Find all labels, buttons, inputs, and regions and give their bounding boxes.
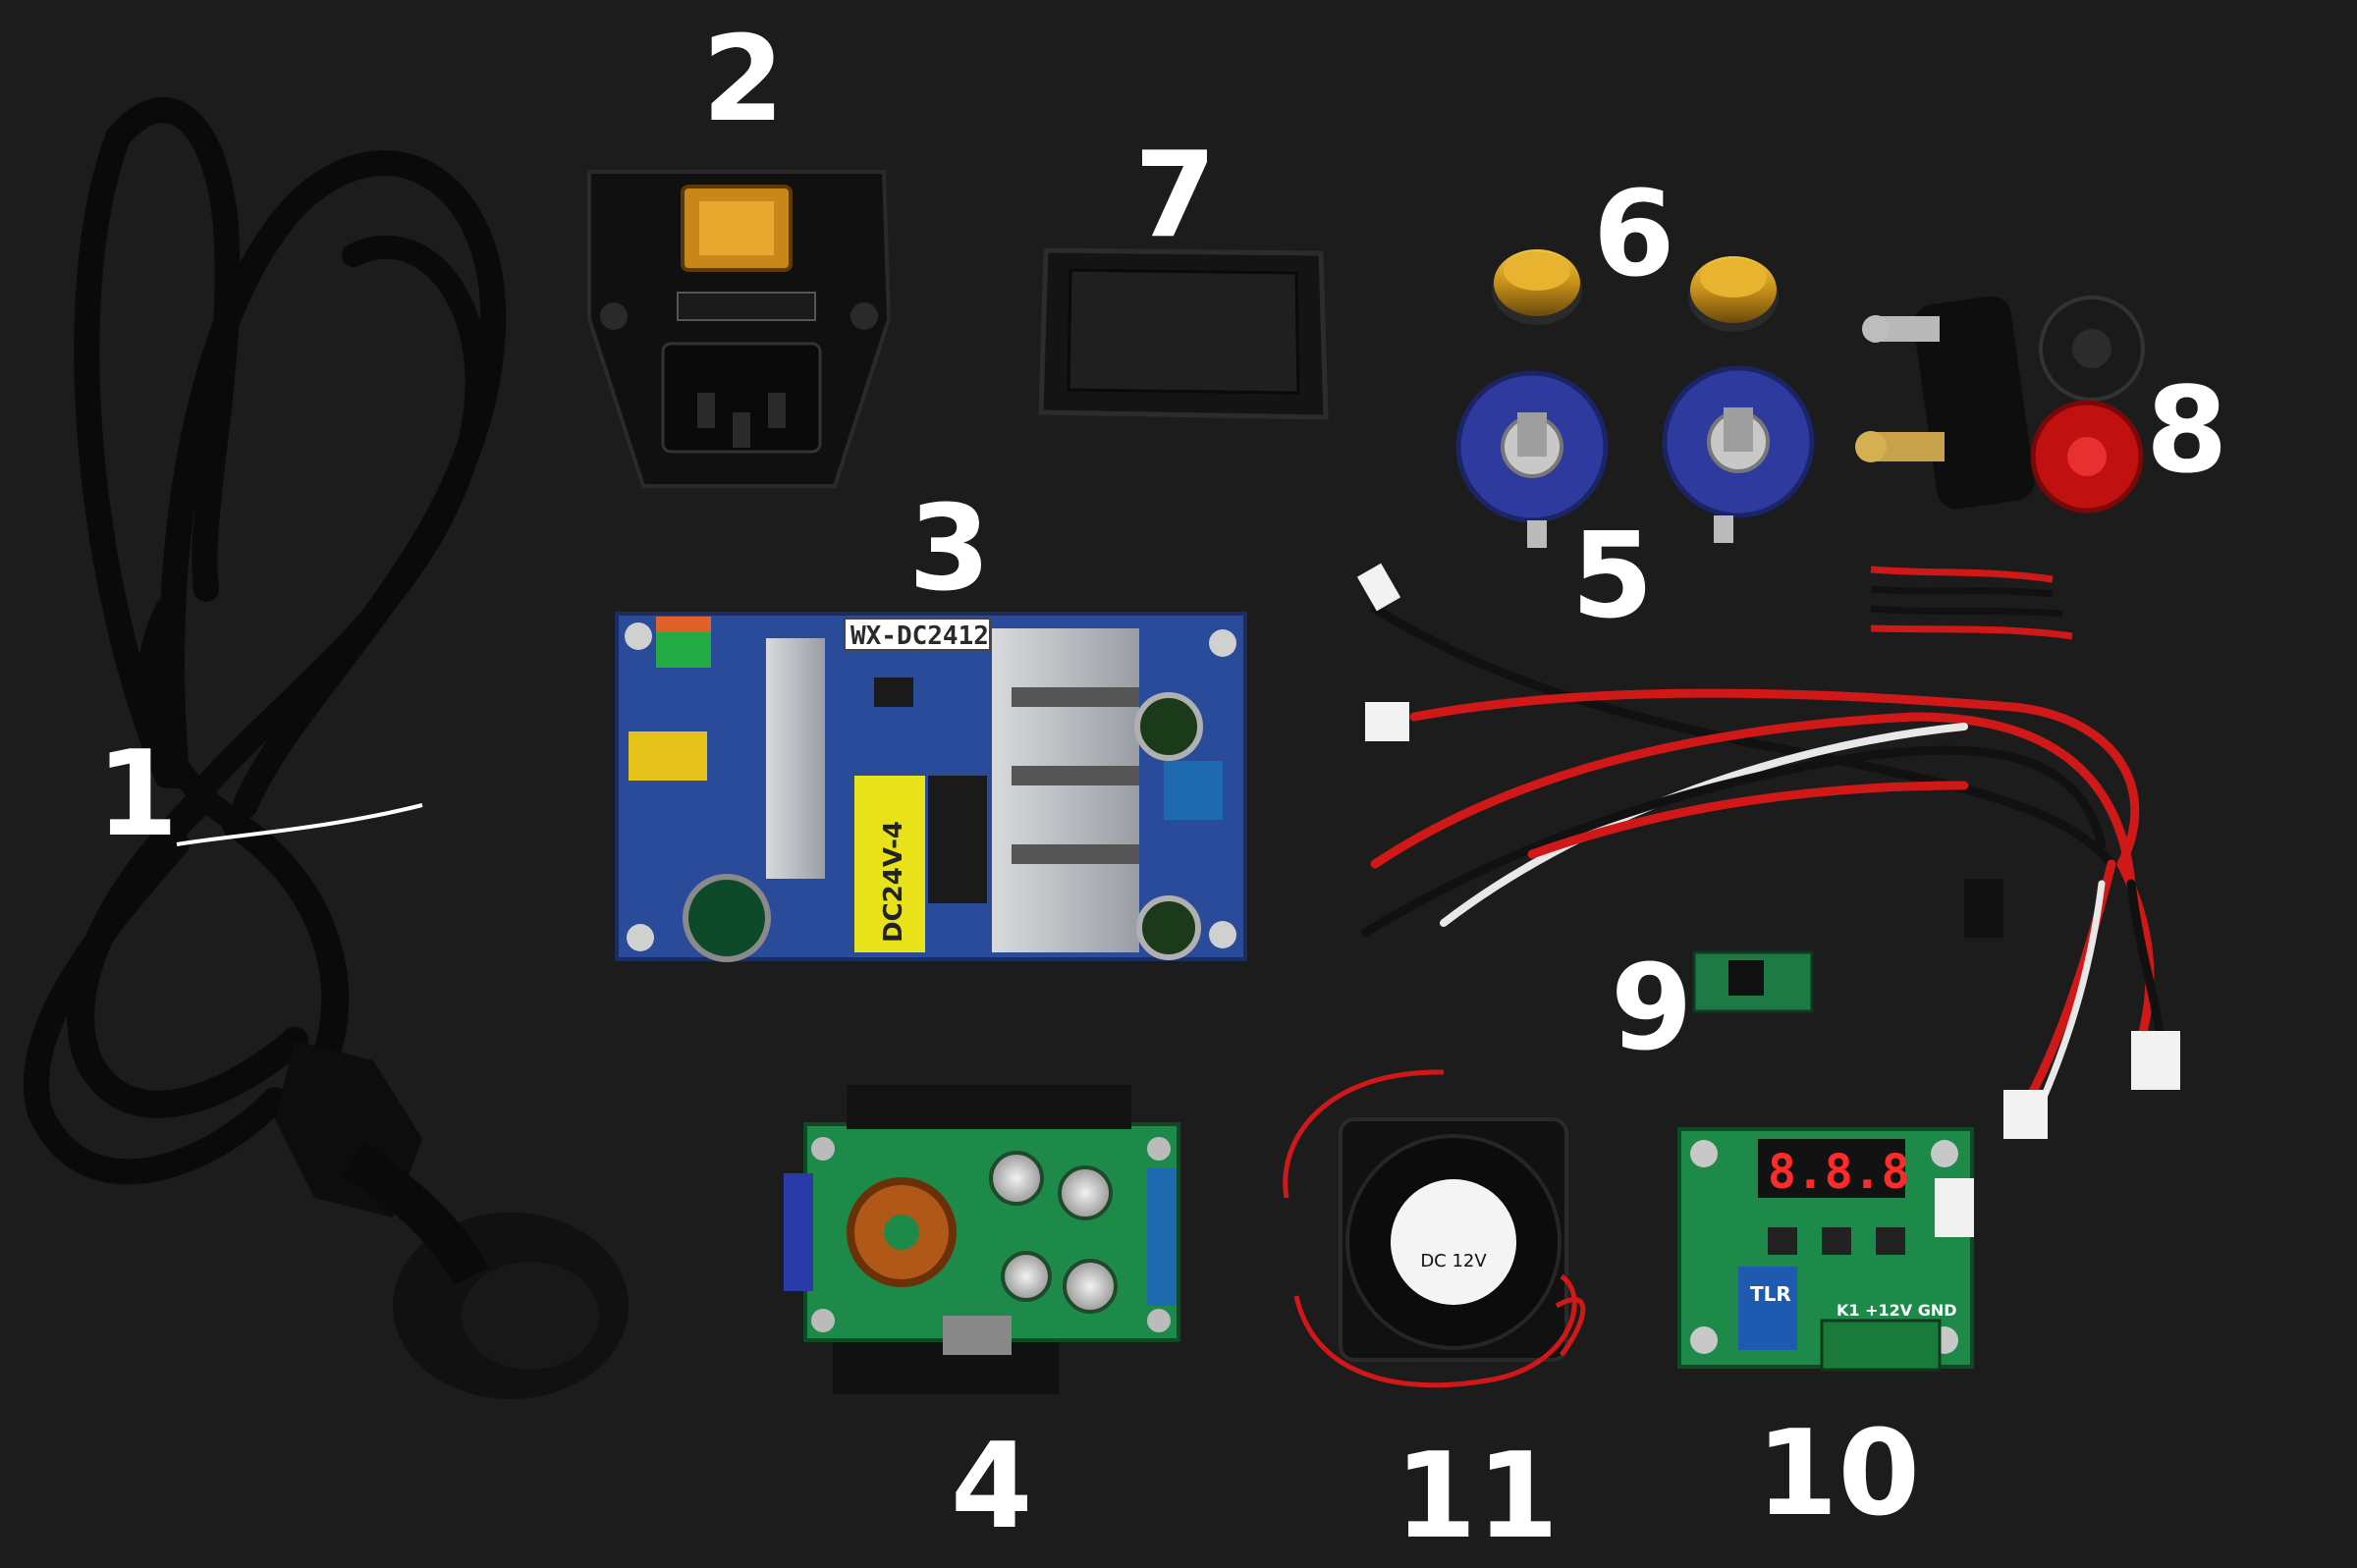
label-1: 1: [96, 727, 179, 863]
label-11: 11: [1395, 1429, 1559, 1565]
label-3: 3: [908, 481, 991, 618]
psu-model-label: WX-DC2412: [850, 622, 989, 651]
cable-tie: [176, 803, 423, 846]
multiturn-pot-right: [1662, 365, 1815, 543]
power-cord-plug: [275, 1041, 629, 1399]
binding-posts: [1855, 296, 2145, 514]
panel-meter-bezel: [1038, 247, 1329, 420]
power-cord: [23, 97, 507, 1185]
multiturn-pot-left: [1455, 370, 1609, 548]
label-8: 8: [2146, 363, 2228, 500]
psu-transformer-label: DC24V-4: [879, 821, 908, 943]
label-9: 9: [1611, 941, 1693, 1077]
short-jumper-wires: [1870, 566, 2073, 640]
wire-connectors: [1356, 563, 2180, 1139]
label-7: 7: [1134, 128, 1217, 264]
gold-knob-left: [1492, 249, 1582, 325]
gold-knob-right: [1688, 256, 1779, 332]
label-10: 10: [1756, 1406, 1920, 1542]
iec-inlet-switch: [587, 170, 892, 488]
label-2: 2: [702, 12, 785, 148]
thermostat-module: [1677, 1127, 1974, 1372]
cooling-fan: [1283, 1069, 1586, 1388]
mini-step-down-module: [1692, 950, 1814, 1013]
thermostat-display: 8.8.8: [1768, 1145, 1910, 1200]
psu-board: [615, 612, 1247, 962]
label-4: 4: [951, 1419, 1033, 1555]
thermostat-terminal-labels: K1 +12V GND: [1836, 1301, 1957, 1320]
thermostat-relay-label: TLR: [1750, 1282, 1791, 1306]
buck-converter: [784, 1085, 1180, 1394]
label-5: 5: [1571, 509, 1654, 645]
label-6: 6: [1593, 167, 1675, 303]
wire-harness: [1360, 604, 2165, 1114]
fan-voltage-label: DC 12V: [1420, 1251, 1487, 1271]
